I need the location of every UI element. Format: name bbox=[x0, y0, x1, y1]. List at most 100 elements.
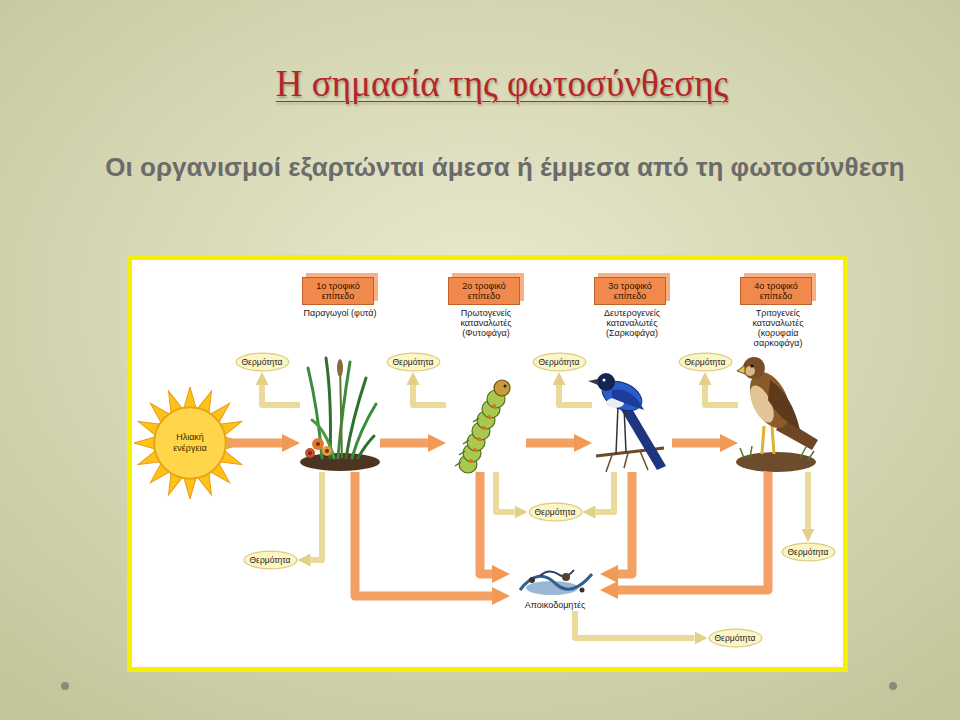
sun-ray bbox=[134, 437, 155, 449]
leg bbox=[463, 440, 469, 444]
heat-circle: Θερμότητα bbox=[235, 352, 290, 372]
flower bbox=[305, 448, 315, 458]
hawk-wing bbox=[768, 380, 800, 430]
heat-circle: Θερμότητα bbox=[386, 352, 441, 372]
heat-arrow bbox=[705, 385, 738, 405]
heat-label: Θερμότητα bbox=[788, 547, 829, 557]
grass-blade bbox=[312, 420, 334, 458]
energy-arrow bbox=[526, 439, 574, 448]
energy-arrow bbox=[480, 472, 492, 574]
decomposer-group: Αποικοδομητές bbox=[510, 560, 600, 611]
trophic-level: 2ο τροφικό επίπεδοΠρωτογενείς καταναλωτέ… bbox=[446, 272, 526, 472]
heat-outline bbox=[236, 353, 289, 371]
connector-group bbox=[227, 385, 808, 638]
slide-title: Η σημασία της φωτοσύνθεσης bbox=[276, 62, 728, 105]
spot bbox=[487, 415, 491, 419]
twig-branch bbox=[606, 451, 648, 472]
heat-arrow bbox=[575, 611, 695, 638]
decomposer-cell bbox=[580, 588, 585, 593]
decomposer-cell bbox=[529, 577, 535, 583]
bird-wing bbox=[612, 389, 644, 410]
level-box: 3ο τροφικό επίπεδο bbox=[594, 277, 666, 305]
heat-arrow bbox=[413, 385, 446, 405]
trophic-level: 1ο τροφικό επίπεδοΠαραγωγοί (φυτά) bbox=[300, 272, 380, 472]
caterpillar-head bbox=[494, 380, 510, 396]
level-box: 4ο τροφικό επίπεδο bbox=[740, 277, 812, 305]
trophic-level: 3ο τροφικό επίπεδοΔευτερογενείς καταναλω… bbox=[592, 272, 672, 472]
energy-arrow bbox=[672, 439, 720, 448]
bird-head bbox=[597, 373, 615, 391]
bird-leg bbox=[624, 406, 626, 452]
corner-dot bbox=[889, 682, 897, 690]
corner-dot bbox=[61, 682, 69, 690]
grass-blade bbox=[358, 436, 374, 458]
heat-label: Θερμότητα bbox=[393, 357, 434, 367]
sun-circle: Ηλιακή ενέργεια bbox=[153, 406, 227, 480]
sun-label: Ηλιακή ενέργεια bbox=[162, 432, 218, 454]
energy-arrow bbox=[227, 439, 282, 448]
level-caption: Δευτερογενείς καταναλωτές (Σαρκοφάγα) bbox=[592, 308, 672, 338]
heat-circle: Θερμότητα bbox=[781, 542, 836, 562]
heat-outline bbox=[529, 503, 582, 521]
heat-circle: Θερμότητα bbox=[243, 550, 298, 570]
energy-arrow bbox=[618, 472, 768, 590]
heat-outline bbox=[533, 353, 586, 371]
heat-label: Θερμότητα bbox=[535, 507, 576, 517]
heat-arrow bbox=[559, 385, 592, 405]
spot bbox=[469, 459, 473, 463]
grass-blade bbox=[352, 404, 376, 458]
hawk-leg bbox=[762, 426, 764, 454]
flower bbox=[322, 446, 332, 456]
heat-circle: Θερμότητα bbox=[708, 628, 763, 648]
caterpillar-illustration bbox=[455, 380, 510, 473]
hawk-leg bbox=[772, 426, 774, 454]
spot bbox=[482, 426, 486, 430]
plants-illustration bbox=[300, 358, 380, 471]
bird-illustration bbox=[588, 373, 666, 472]
energy-arrow bbox=[380, 439, 428, 448]
hawk-beak bbox=[737, 365, 745, 374]
caterpillar-body bbox=[459, 390, 505, 473]
heat-outline bbox=[679, 353, 732, 371]
heat-circle: Θερμότητα bbox=[528, 502, 583, 522]
heat-outline bbox=[782, 543, 835, 561]
heat-circle: Θερμότητα bbox=[532, 352, 587, 372]
caterpillar-legs bbox=[455, 418, 479, 466]
heat-circle: Θερμότητα bbox=[678, 352, 733, 372]
grass-tuft bbox=[740, 446, 814, 460]
level-caption: Πρωτογενείς καταναλωτές (Φυτοφάγα) bbox=[446, 308, 526, 338]
spot bbox=[492, 404, 496, 408]
heat-label: Θερμότητα bbox=[539, 357, 580, 367]
heat-label: Θερμότητα bbox=[685, 357, 726, 367]
spot bbox=[473, 448, 477, 452]
heat-label: Θερμότητα bbox=[250, 555, 291, 565]
ground bbox=[736, 452, 816, 472]
spot bbox=[477, 437, 481, 441]
heat-label: Θερμότητα bbox=[242, 357, 283, 367]
hawk-eye bbox=[750, 364, 753, 367]
level-box: 2ο τροφικό επίπεδο bbox=[448, 277, 520, 305]
bird-beak bbox=[588, 379, 598, 385]
heat-outline bbox=[387, 353, 440, 371]
sun-ray bbox=[184, 478, 196, 499]
hawk-face bbox=[745, 366, 755, 376]
flower bbox=[312, 438, 324, 450]
decomposer-cell bbox=[562, 573, 570, 581]
title-area: Η σημασία της φωτοσύνθεσης bbox=[22, 62, 960, 105]
level-caption: Τριτογενείς καταναλωτές (κορυφαία σαρκοφ… bbox=[738, 308, 818, 348]
leg bbox=[459, 451, 465, 455]
heat-outline bbox=[244, 551, 297, 569]
energy-arrow bbox=[355, 472, 492, 596]
leg bbox=[455, 462, 461, 466]
bird-tail bbox=[620, 402, 666, 470]
bird-eye bbox=[603, 379, 606, 382]
label-area: Οι οργανισμοί εξαρτώνται άμεσα ή έμμεσα … bbox=[105, 150, 905, 184]
decomposer-label: Αποικοδομητές bbox=[510, 600, 600, 611]
flower-center bbox=[308, 451, 312, 455]
hawk-head bbox=[743, 357, 765, 379]
bird-leg bbox=[616, 406, 618, 454]
